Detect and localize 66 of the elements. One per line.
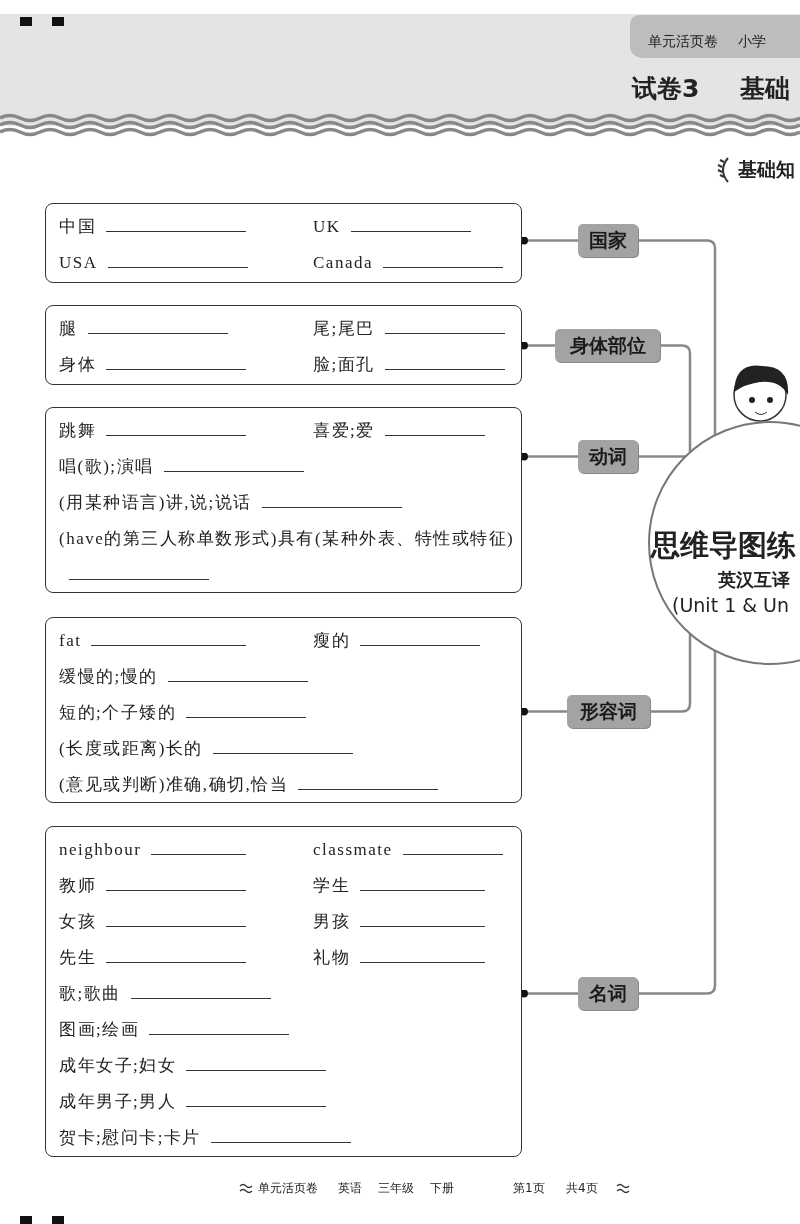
prompt-text: 成年男子;男人 — [59, 1092, 177, 1111]
prompt-text: (意见或判断)准确,确切,恰当 — [59, 775, 289, 794]
header-text: 小学 — [738, 33, 766, 51]
prompt-text: 中国 — [59, 217, 96, 236]
footer-text: 三年级 — [378, 1180, 414, 1197]
topic-title: 思维导图练 — [651, 527, 796, 564]
section-heading: 基础知 — [738, 157, 795, 182]
category-tag: 形容词 — [567, 695, 650, 728]
category-tag: 动词 — [578, 440, 638, 473]
prompt-text: (长度或距离)长的 — [59, 739, 203, 758]
category-tag: 国家 — [578, 224, 638, 257]
prompt-text: 喜爱;爱 — [313, 421, 375, 440]
prompt-text: (用某种语言)讲,说;说话 — [59, 493, 252, 512]
paper-title: 试卷3 — [632, 73, 700, 105]
footer-text: 英语 — [338, 1180, 362, 1197]
prompt-text: 缓慢的;慢的 — [59, 667, 158, 686]
prompt-text: 短的;个子矮的 — [59, 703, 177, 722]
connector-line — [650, 633, 692, 713]
connector-line — [520, 989, 578, 998]
prompt-text: 礼物 — [313, 948, 350, 967]
exercise-card — [45, 407, 522, 593]
footer-text: 共4页 — [566, 1180, 598, 1197]
category-tag: 名词 — [578, 977, 638, 1010]
prompt-text: 学生 — [313, 876, 350, 895]
prompt-text: 脸;面孔 — [313, 355, 375, 374]
exercise-card — [45, 617, 522, 803]
exercise-card — [45, 305, 522, 385]
connector-line — [638, 650, 717, 995]
footer-text: 下册 — [430, 1180, 454, 1197]
prompt-text: 男孩 — [313, 912, 350, 931]
prompt-text: 成年女子;妇女 — [59, 1056, 177, 1075]
prompt-text: Canada — [313, 253, 373, 272]
footer-text: 第1页 — [513, 1180, 545, 1197]
exercise-card — [45, 203, 522, 283]
connector-line — [638, 455, 686, 458]
connector-line — [520, 236, 578, 245]
connector-line — [520, 341, 555, 350]
prompt-text: UK — [313, 217, 341, 236]
category-tag: 身体部位 — [555, 329, 660, 362]
prompt-text: 教师 — [59, 876, 96, 895]
topic-subtitle: 英汉互译 — [718, 568, 790, 592]
prompt-text: 图画;绘画 — [59, 1020, 140, 1039]
prompt-text: 瘦的 — [313, 631, 350, 650]
connector-line — [660, 344, 692, 453]
prompt-text: 身体 — [59, 355, 96, 374]
prompt-text: 唱(歌);演唱 — [59, 457, 154, 476]
prompt-text: 贺卡;慰问卡;卡片 — [59, 1128, 201, 1147]
prompt-text: neighbour — [59, 840, 142, 859]
exercise-card — [45, 826, 522, 1157]
prompt-text: 跳舞 — [59, 421, 96, 440]
connector-line — [638, 239, 717, 436]
prompt-text: fat — [59, 631, 82, 650]
connector-line — [520, 707, 567, 716]
prompt-text: 歌;歌曲 — [59, 984, 121, 1003]
paper-title: 基础 — [740, 73, 790, 105]
prompt-text: 尾;尾巴 — [313, 319, 375, 338]
prompt-text: USA — [59, 253, 98, 272]
prompt-text: 女孩 — [59, 912, 96, 931]
connector-line — [520, 452, 578, 461]
prompt-text: (have的第三人称单数形式)具有(某种外表、特性或特征) — [59, 529, 515, 548]
unit-range: (Unit 1 & Un — [672, 594, 790, 616]
prompt-text: 先生 — [59, 948, 96, 967]
prompt-text: classmate — [313, 840, 393, 859]
header-text: 单元活页卷 — [648, 33, 718, 51]
footer-text: 单元活页卷 — [258, 1180, 318, 1197]
prompt-text: 腿 — [59, 319, 78, 338]
